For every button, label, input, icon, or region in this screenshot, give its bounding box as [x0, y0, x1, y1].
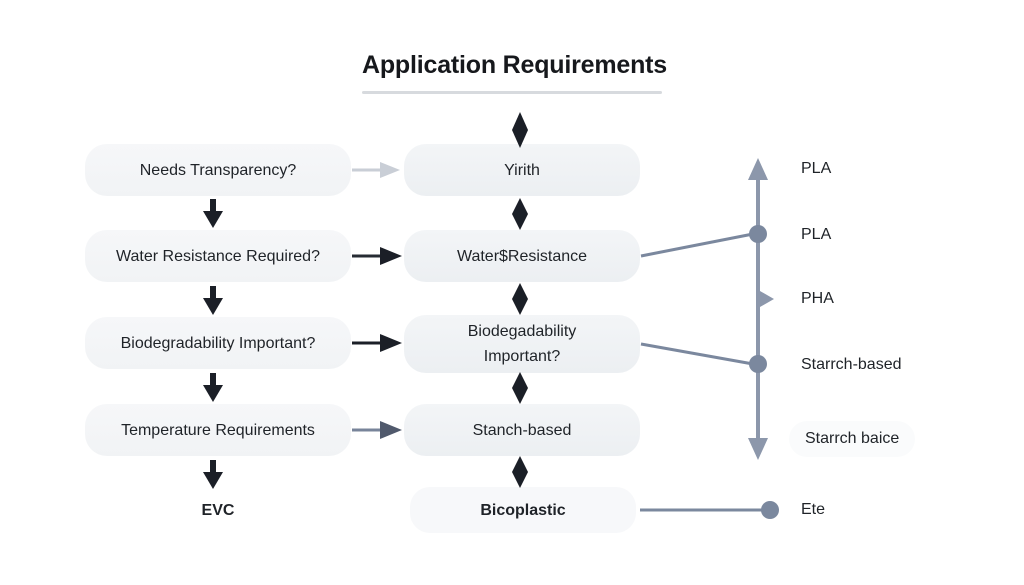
link-biodegradability-to-axis: [640, 342, 754, 366]
center-node-label: Biodegadability Important?: [467, 323, 577, 365]
arrow-water-resistance: [352, 247, 402, 265]
center-connector-2: [512, 283, 528, 315]
center-node-biodegadability-important[interactable]: Biodegadability Important?: [404, 315, 640, 373]
left-node-label: Needs Transparency?: [139, 161, 297, 179]
left-node-label: EVC: [201, 501, 235, 519]
center-node-bicoplastic[interactable]: Bicoplastic: [410, 487, 636, 533]
center-connector-top: [512, 112, 528, 148]
left-node-label: Biodegradability Important?: [120, 334, 316, 352]
right-label-text: PLA: [801, 226, 832, 243]
left-connector-2: [203, 286, 223, 315]
center-node-stanch-based[interactable]: Stanch-based: [404, 404, 640, 456]
connector-dot-icon: [749, 225, 767, 243]
link-water-resistance-to-axis: [640, 232, 754, 258]
center-node-label: Water$Resistance: [456, 247, 588, 265]
center-node-water-resistance[interactable]: Water$Resistance: [404, 230, 640, 282]
right-label-pha[interactable]: PHA: [801, 289, 834, 309]
connector-dot-icon: [761, 501, 779, 519]
left-node-biodegradability-important[interactable]: Biodegradability Important?: [85, 317, 351, 369]
left-node-needs-transparency[interactable]: Needs Transparency?: [85, 144, 351, 196]
page-title: Application Requirements: [362, 51, 667, 79]
link-bicoplastic-to-ete: [640, 501, 779, 519]
right-label-text: Ete: [801, 501, 826, 518]
center-connector-3: [512, 372, 528, 404]
right-label-pla-1[interactable]: PLA: [801, 159, 831, 179]
left-node-water-resistance-required[interactable]: Water Resistance Required?: [85, 230, 351, 282]
title-underline-rule: [362, 91, 662, 94]
left-node-temperature-requirements[interactable]: Temperature Requirements: [85, 404, 351, 456]
left-node-label: Water Resistance Required?: [116, 247, 320, 265]
left-connector-4: [203, 460, 223, 489]
arrow-biodegradability: [352, 334, 402, 352]
right-label-text: Starrch-based: [801, 356, 902, 373]
center-connector-1: [512, 198, 528, 230]
left-connector-3: [203, 373, 223, 402]
right-axis-vertical-double-arrow: [748, 158, 774, 460]
arrow-temperature: [352, 421, 402, 439]
right-label-ete[interactable]: Ete: [801, 500, 825, 520]
left-connector-1: [203, 199, 223, 228]
connector-dot-icon: [749, 355, 767, 373]
right-label-text: PLA: [801, 160, 832, 177]
right-label-pla-2[interactable]: PLA: [801, 225, 831, 245]
left-node-label: Temperature Requirements: [121, 421, 315, 439]
title-block: Application Requirements: [362, 48, 667, 94]
center-node-label: Bicoplastic: [480, 501, 566, 519]
right-label-starrch-baice[interactable]: Starrch baice: [789, 421, 916, 457]
right-label-text: PHA: [801, 290, 834, 307]
center-node-label: Yirith: [504, 161, 540, 179]
right-label-text: Starrch baice: [805, 430, 900, 447]
arrow-transparency-to-yirith: [352, 162, 400, 178]
right-label-starrch-based[interactable]: Starrch-based: [801, 355, 902, 375]
center-node-label: Stanch-based: [472, 421, 572, 439]
center-node-yirith[interactable]: Yirith: [404, 144, 640, 196]
center-connector-4: [512, 456, 528, 488]
right-triangle-marker-icon: [760, 291, 774, 307]
left-node-evc[interactable]: EVC: [85, 493, 351, 527]
